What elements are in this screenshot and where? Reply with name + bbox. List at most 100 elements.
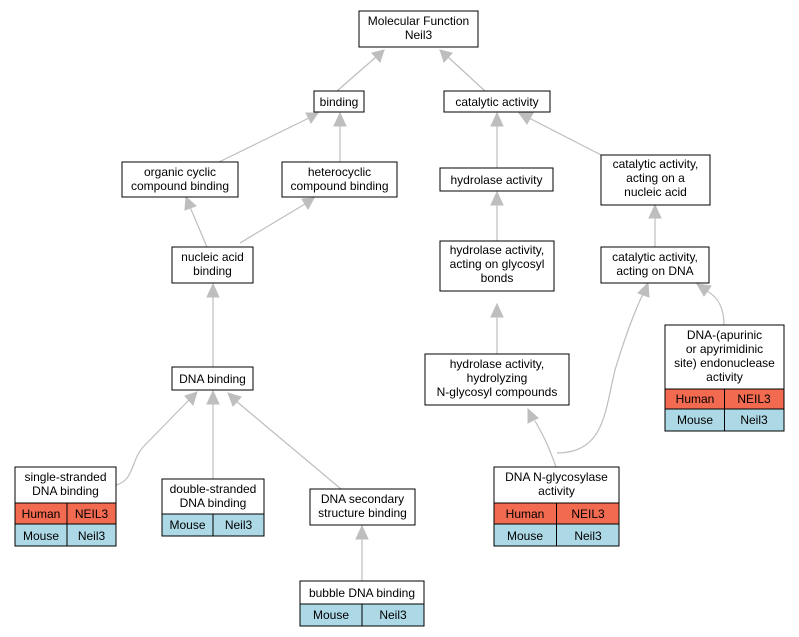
species-mouse-label: Mouse — [507, 529, 543, 543]
arrow-head — [637, 281, 650, 298]
gene-human-label: NEIL3 — [75, 507, 109, 521]
node-label-line: nucleic acid — [624, 185, 687, 199]
gene-mouse-label: Neil3 — [225, 518, 253, 532]
edge-catalytic-to-molecular-function — [447, 56, 486, 92]
node-label-line: acting on a — [626, 171, 685, 185]
node-catalytic-activity[interactable]: catalytic activity — [443, 90, 551, 113]
node-label-line: organic cyclic — [144, 165, 216, 179]
arrow-head — [518, 112, 534, 125]
node-double-stranded-dna-binding[interactable]: double-stranded DNA binding Mouse Neil3 — [161, 478, 265, 537]
node-label-line: binding — [320, 95, 359, 109]
arrow-head — [371, 49, 385, 63]
mouse-row — [14, 523, 117, 547]
node-dna-n-glycosylase-activity[interactable]: DNA N-glycosylase activity Human NEIL3 M… — [493, 466, 620, 547]
node-label-line: DNA binding — [32, 484, 99, 498]
node-label-line: hydrolyzing — [467, 371, 528, 385]
arrow-head — [206, 389, 220, 405]
edge-nucleic-acid-to-organic-cyclic — [189, 206, 208, 248]
arrow-head — [355, 524, 369, 540]
arrow-head — [696, 283, 712, 297]
arrow-head — [301, 197, 315, 211]
node-label-line: acting on DNA — [616, 264, 693, 278]
arrow-head — [227, 392, 242, 407]
node-label-line: N-glycosyl compounds — [437, 385, 558, 399]
arrow-head — [305, 112, 319, 124]
node-dna-secondary-structure-binding[interactable]: DNA secondary structure binding — [309, 488, 416, 526]
arrow-head — [184, 391, 198, 406]
node-label-line: single-stranded — [24, 470, 106, 484]
node-label-line: activity — [538, 484, 575, 498]
arrow-head — [648, 203, 662, 219]
node-label-line: compound binding — [290, 179, 388, 193]
gene-mouse-label: Neil3 — [78, 529, 106, 543]
species-mouse-label: Mouse — [677, 413, 713, 427]
node-catalytic-activity-nucleic-acid[interactable]: catalytic activity, acting on a nucleic … — [600, 154, 711, 206]
species-mouse-label: Mouse — [169, 518, 205, 532]
arrow-head — [184, 195, 197, 211]
arrow-head — [527, 407, 539, 424]
node-label-line: compound binding — [131, 179, 229, 193]
node-bubble-dna-binding[interactable]: bubble DNA binding Mouse Neil3 — [299, 580, 425, 627]
node-label-line: catalytic activity, — [613, 157, 699, 171]
gene-mouse-label: Neil3 — [740, 413, 768, 427]
edge-ssdna-to-dna-binding — [115, 399, 190, 486]
species-mouse-label: Mouse — [313, 608, 349, 622]
species-human-label: Human — [22, 507, 61, 521]
node-organic-cyclic-compound-binding[interactable]: organic cyclic compound binding — [121, 161, 239, 198]
edge-ap-endonuclease-to-catalytic-dna — [706, 290, 725, 326]
node-label-line: DNA N-glycosylase — [505, 470, 608, 484]
node-nucleic-acid-binding[interactable]: nucleic acid binding — [171, 246, 254, 284]
arrow-head — [490, 190, 504, 206]
edge-binding-to-molecular-function — [336, 56, 377, 92]
node-label-line: DNA binding — [179, 372, 246, 386]
node-label-line: Neil3 — [405, 28, 433, 42]
edge-nglycosylase-to-catalytic-dna — [556, 293, 644, 454]
edges — [115, 49, 725, 581]
node-single-stranded-dna-binding[interactable]: single-stranded DNA binding Human NEIL3 … — [14, 466, 117, 547]
node-hydrolase-glycosyl-bonds[interactable]: hydrolase activity, acting on glycosyl b… — [439, 240, 555, 292]
species-mouse-label: Mouse — [23, 529, 59, 543]
node-hydrolase-nglycosyl-compounds[interactable]: hydrolase activity, hydrolyzing N-glycos… — [424, 353, 570, 406]
node-binding[interactable]: binding — [313, 90, 365, 113]
node-label-line: hydrolase activity, — [450, 243, 544, 257]
node-label-line: nucleic acid — [181, 250, 244, 264]
gene-human-label: NEIL3 — [737, 392, 771, 406]
node-label-line: or apyrimidinic — [686, 342, 763, 356]
node-label-line: structure binding — [318, 506, 407, 520]
node-label-line: acting on glycosyl — [450, 257, 545, 271]
node-label-line: bubble DNA binding — [309, 586, 415, 600]
node-ap-endonuclease-activity[interactable]: DNA-(apurinic or apyrimidinic site) endo… — [664, 324, 785, 432]
node-label-line: catalytic activity, — [612, 250, 698, 264]
species-human-label: Human — [506, 507, 545, 521]
edge-nglycosylase-to-hydrolase-nglycosyl — [534, 420, 557, 468]
node-label-line: DNA-(apurinic — [687, 328, 762, 342]
nodes: Molecular Function Neil3 binding catalyt… — [14, 10, 785, 627]
node-label-line: double-stranded — [170, 482, 257, 496]
edge-catalytic-nucleic-to-catalytic — [528, 117, 606, 158]
node-hydrolase-activity[interactable]: hydrolase activity — [439, 167, 554, 192]
edge-organic-cyclic-to-binding — [218, 117, 310, 163]
node-heterocyclic-compound-binding[interactable]: heterocyclic compound binding — [281, 161, 398, 198]
node-label-line: DNA binding — [180, 496, 247, 510]
node-label-line: heterocyclic — [308, 165, 371, 179]
node-label-line: bonds — [481, 271, 514, 285]
node-label-line: hydrolase activity, — [450, 357, 544, 371]
edge-nucleic-acid-to-heterocyclic — [239, 203, 306, 244]
node-label-line: site) endonuclease — [674, 356, 775, 370]
gene-mouse-label: Neil3 — [379, 608, 407, 622]
node-molecular-function[interactable]: Molecular Function Neil3 — [358, 10, 479, 48]
arrow-head — [206, 282, 220, 298]
node-dna-binding[interactable]: DNA binding — [171, 366, 254, 391]
node-label-line: DNA secondary — [321, 492, 404, 506]
node-label-line: activity — [706, 370, 743, 384]
node-label-line: binding — [193, 264, 232, 278]
arrow-head — [490, 111, 504, 127]
gene-human-label: NEIL3 — [571, 507, 605, 521]
node-catalytic-activity-dna[interactable]: catalytic activity, acting on DNA — [600, 246, 710, 284]
gene-mouse-label: Neil3 — [574, 529, 602, 543]
node-label-line: Molecular Function — [368, 14, 469, 28]
node-label-line: catalytic activity — [455, 95, 538, 109]
arrow-head — [439, 49, 453, 63]
arrow-head — [333, 111, 347, 127]
